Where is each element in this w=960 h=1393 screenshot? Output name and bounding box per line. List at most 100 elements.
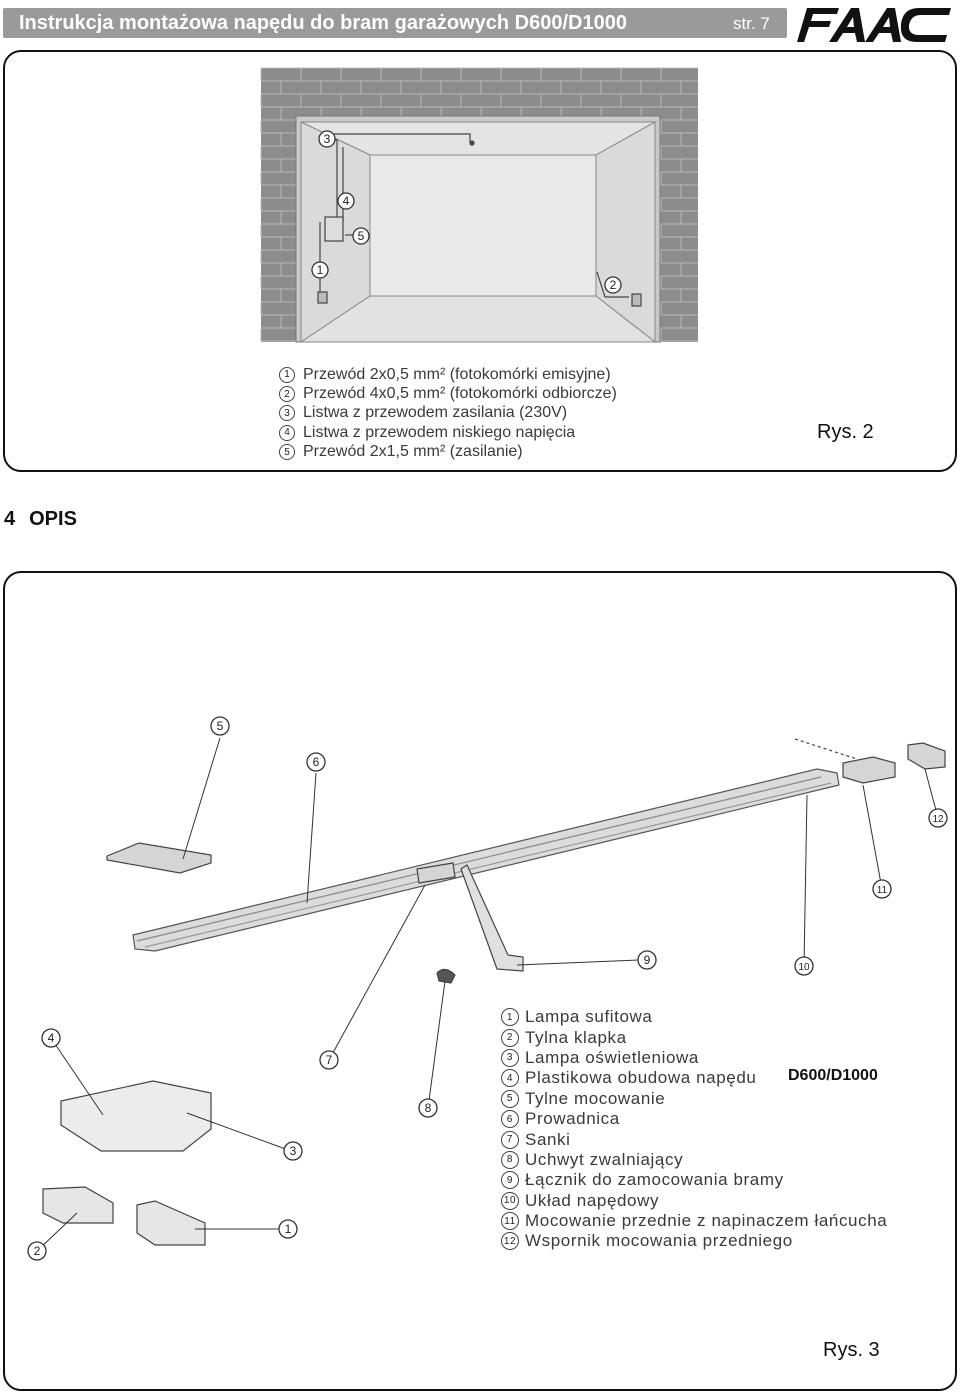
legend-item: 8 Uchwyt zwalniający <box>501 1150 887 1170</box>
legend-item: 3 Listwa z przewodem zasilania (230V) <box>279 404 617 423</box>
callout-number: 9 <box>644 953 651 967</box>
legend-number-badge: 10 <box>501 1191 519 1210</box>
legend-text: Listwa z przewodem zasilania (230V) <box>303 404 568 422</box>
legend-text: Mocowanie przednie z napinaczem łańcucha <box>525 1211 888 1231</box>
garage-wiring-illustration: 3 4 5 1 2 <box>260 67 698 344</box>
callout-number: 4 <box>343 194 350 208</box>
legend-number-badge: 3 <box>279 405 295 422</box>
legend-item: 3 Lampa oświetleniowa <box>501 1048 887 1068</box>
legend-item: 2 Przewód 4x0,5 mm² (fotokomórki odbiorcz… <box>279 384 617 403</box>
callout-circle <box>637 950 657 970</box>
legend-number-badge: 11 <box>501 1212 519 1231</box>
figure-2-callouts: 3 4 5 1 2 <box>311 130 622 294</box>
callout-circle <box>306 752 326 772</box>
legend-item: 12 Wspornik mocowania przedniego <box>501 1231 887 1251</box>
guide-rail <box>132 768 840 952</box>
callout-circle <box>337 192 355 210</box>
legend-text: Przewód 4x0,5 mm² (fotokomórki odbiorcze… <box>303 385 617 403</box>
callout-number: 5 <box>217 719 224 733</box>
legend-text: Przewód 2x1,5 mm² (zasilanie) <box>303 443 523 461</box>
legend-number-badge: 3 <box>501 1048 519 1067</box>
legend-text: Tylne mocowanie <box>525 1088 666 1108</box>
legend-text: Plastikowa obudowa napędu <box>525 1068 757 1088</box>
callout-circle <box>210 716 230 736</box>
legend-text: Sanki <box>525 1129 571 1149</box>
callout-number: 6 <box>313 755 320 769</box>
garage-opening <box>295 115 661 344</box>
legend-number-badge: 2 <box>279 386 295 403</box>
legend-text: Lampa oświetleniowa <box>525 1047 699 1067</box>
callout-number: 3 <box>324 132 331 146</box>
callout-circle <box>27 1241 47 1261</box>
callout-circle <box>872 879 892 899</box>
callout-circle <box>283 1141 303 1161</box>
legend-text: Wspornik mocowania przedniego <box>525 1231 793 1251</box>
callout-circle <box>794 956 814 976</box>
callout-number: 7 <box>326 1053 333 1067</box>
legend-number-badge: 4 <box>279 424 295 441</box>
legend-item: 4 Listwa z przewodem niskiego napięcia <box>279 423 617 442</box>
callout-circle <box>928 808 948 828</box>
callout-circle <box>311 261 329 279</box>
legend-number-badge: 12 <box>501 1232 519 1251</box>
legend-number-badge: 2 <box>501 1028 519 1047</box>
legend-text: Lampa sufitowa <box>525 1007 653 1027</box>
parts <box>42 738 946 1246</box>
callout-number: 11 <box>877 885 888 896</box>
callout-circle <box>604 276 622 294</box>
legend-item: 6 Prowadnica <box>501 1109 887 1129</box>
legend-text: Łącznik do zamocowania bramy <box>525 1170 784 1190</box>
legend-item: 7 Sanki <box>501 1129 887 1149</box>
callout-number: 3 <box>290 1144 297 1158</box>
legend-number-badge: 6 <box>501 1110 519 1129</box>
callout-number: 12 <box>932 814 944 825</box>
callout-circle <box>278 1219 298 1239</box>
callout-circle <box>41 1028 61 1048</box>
callout-number: 4 <box>48 1031 55 1045</box>
callout-circle <box>352 227 370 245</box>
legend-text: Prowadnica <box>525 1109 620 1129</box>
faac-logo <box>797 8 951 42</box>
legend-text: Tylna klapka <box>525 1027 627 1047</box>
callout-number: 2 <box>34 1244 41 1258</box>
legend-number-badge: 1 <box>279 366 295 383</box>
legend-number-badge: 9 <box>501 1171 519 1190</box>
legend-item: 11 Mocowanie przednie z napinaczem łańcuc… <box>501 1211 887 1231</box>
legend-text: Uchwyt zwalniający <box>525 1149 684 1169</box>
section-title: OPIS <box>29 508 77 530</box>
legend-item: 1 Lampa sufitowa <box>501 1007 887 1027</box>
legend-number-badge: 1 <box>501 1008 519 1027</box>
document-title: Instrukcja montażowa napędu do bram gara… <box>19 12 627 34</box>
callout-number: 1 <box>317 263 324 277</box>
legend-item: 5 Tylne mocowanie <box>501 1089 887 1109</box>
legend-item: 9 Łącznik do zamocowania bramy <box>501 1170 887 1190</box>
callout-number: 2 <box>610 278 617 292</box>
callout-number: 1 <box>285 1222 292 1236</box>
legend-number-badge: 5 <box>501 1089 519 1108</box>
figure-2-caption: Rys. 2 <box>817 421 874 443</box>
legend-item: 5 Przewód 2x1,5 mm² (zasilanie) <box>279 443 617 462</box>
legend-text: Układ napędowy <box>525 1190 660 1210</box>
figure-3-legend: 1 Lampa sufitowa 2 Tylna klapka 3 Lampa oświe… <box>501 1007 887 1252</box>
legend-text: Listwa z przewodem niskiego napięcia <box>303 423 576 441</box>
legend-item: 2 Tylna klapka <box>501 1027 887 1047</box>
figure-3-caption: Rys. 3 <box>823 1339 880 1361</box>
callout-circle <box>418 1098 438 1118</box>
callout-number: 8 <box>425 1101 432 1115</box>
page-number: str. 7 <box>733 14 770 33</box>
legend-number-badge: 8 <box>501 1150 519 1169</box>
legend-number-badge: 5 <box>279 444 295 461</box>
header-bar: Instrukcja montażowa napędu do bram gara… <box>3 8 787 38</box>
legend-number-badge: 7 <box>501 1130 519 1149</box>
callout-circle <box>319 1050 339 1070</box>
model-label: D600/D1000 <box>788 1067 878 1084</box>
legend-item: 10 Układ napędowy <box>501 1191 887 1211</box>
callout-number: 5 <box>358 229 365 243</box>
